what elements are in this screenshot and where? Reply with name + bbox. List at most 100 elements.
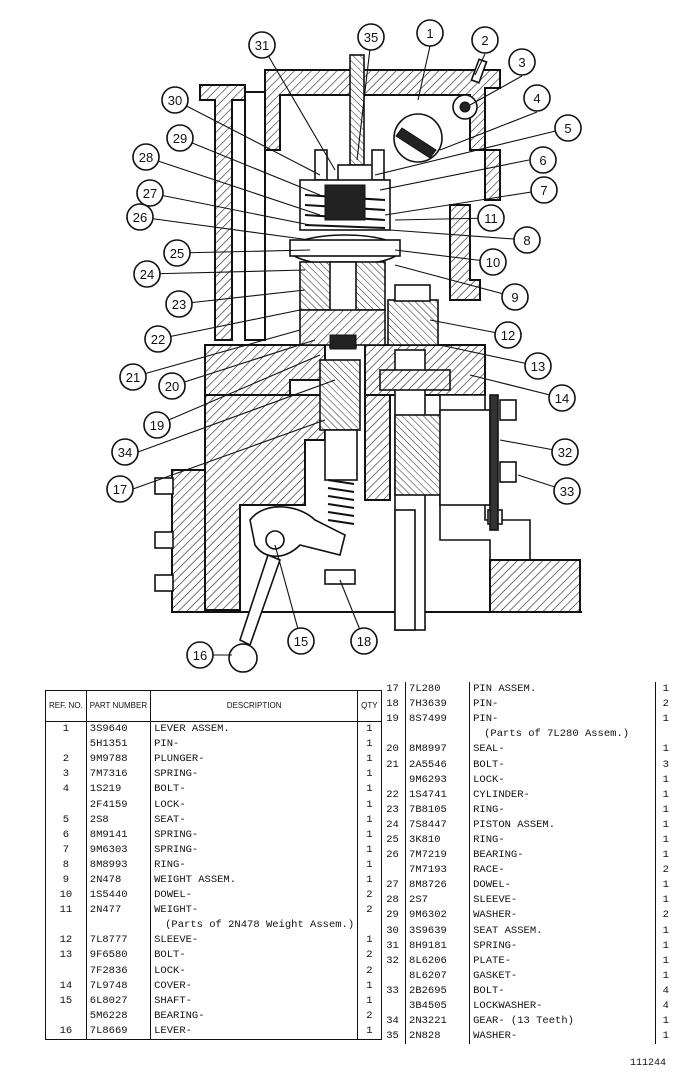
description-cell: BOLT- [150,948,359,964]
part-number-cell: 2N3221 [405,1014,471,1030]
ref-no-cell: 17 [380,682,407,698]
table-header-row: REF. NO. PART NUMBER DESCRIPTION QTY [45,690,382,722]
svg-text:32: 32 [558,445,572,460]
description-cell: BOLT- [469,983,656,999]
qty-cell: 1 [366,934,373,947]
description-cell: DOWEL- [150,888,359,904]
svg-text:33: 33 [560,484,574,499]
part-number-cell: 8M9141 [86,827,152,843]
callout-21: 21 [119,363,147,391]
qty-cell: 1 [366,994,373,1007]
svg-text:18: 18 [357,634,371,649]
qty-cell: 3 [662,758,669,771]
qty-cell: 1 [662,743,669,756]
ref-no-cell: 4 [45,782,87,798]
callout-14: 14 [548,384,576,412]
part-number-cell: 2B2695 [405,983,471,999]
part-number-cell [86,918,152,934]
description-cell: LOCK- [150,963,359,979]
callout-8: 8 [513,226,541,254]
description-cell: COVER- [150,978,359,994]
ref-no-cell: 28 [380,893,407,909]
qty-cell: 1 [662,849,669,862]
description-cell: GEAR- (13 Teeth) [469,1014,656,1030]
ref-no-cell: 5 [45,812,87,828]
svg-text:34: 34 [118,445,132,460]
qty-cell: 1 [366,979,373,992]
description-cell: CYLINDER- [469,787,656,803]
part-number-cell: 8H9181 [405,938,471,954]
ref-no-cell: 14 [45,978,87,994]
description-cell: GASKET- [469,968,656,984]
ref-no-cell: 10 [45,888,87,904]
part-number-cell: 7F2836 [86,963,152,979]
description-cell: SLEEVE- [469,893,656,909]
ref-no-cell [45,797,87,813]
svg-text:15: 15 [294,634,308,649]
ref-no-cell [45,1008,87,1024]
description-cell: SPRING- [150,767,359,783]
ref-no-cell: 3 [45,767,87,783]
callout-13: 13 [524,352,552,380]
part-number-cell: 1S5440 [86,888,152,904]
callout-12: 12 [494,321,522,349]
qty-cell: 1 [662,713,669,726]
description-cell: SHAFT- [150,993,359,1009]
ref-no-cell [380,863,407,879]
callout-27: 27 [136,179,164,207]
qty-cell: 1 [366,798,373,811]
qty-cell: 1 [366,873,373,886]
ref-no-cell: 12 [45,933,87,949]
governor-spring-stack [289,179,401,266]
callout-11: 11 [477,204,505,232]
part-number-cell: 7M7219 [405,848,471,864]
callout-17: 17 [106,475,134,503]
description-cell: LEVER ASSEM. [150,721,359,738]
qty-cell: 1 [366,828,373,841]
part-number-cell: 8M8726 [405,878,471,894]
part-number-cell: 7L280 [405,682,471,698]
callout-34: 34 [111,438,139,466]
part-number-cell: 9M6302 [405,908,471,924]
part-number-cell: 2A5546 [405,757,471,773]
svg-text:19: 19 [150,418,164,433]
svg-text:17: 17 [113,482,127,497]
description-cell: RING- [150,857,359,873]
part-number-cell: 1S4741 [405,787,471,803]
table-row: (Parts of 7L280 Assem.) [380,727,676,743]
callout-32: 32 [551,438,579,466]
svg-text:29: 29 [173,131,187,146]
description-cell: (Parts of 2N478 Weight Assem.) [150,918,359,934]
part-number-cell: 5H1351 [86,737,152,753]
ref-no-cell: 15 [45,993,87,1009]
ref-no-cell: 1 [45,721,87,738]
callout-35: 35 [357,23,385,51]
ref-no-cell: 20 [380,742,407,758]
callout-6: 6 [529,146,557,174]
description-cell: DOWEL- [469,878,656,894]
lower-lever-assembly [228,506,416,673]
ref-no-cell: 6 [45,827,87,843]
svg-text:4: 4 [533,91,540,106]
qty-cell: 1 [366,813,373,826]
qty-cell: 2 [366,949,373,962]
